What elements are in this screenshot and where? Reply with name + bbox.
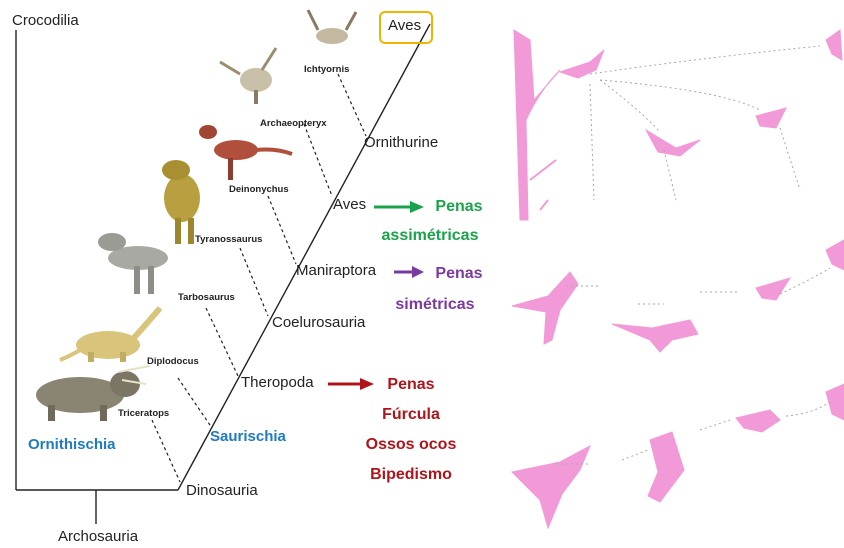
- maniraptora-trait-2: simétricas: [376, 296, 494, 314]
- glider-silhouette-3: [756, 108, 786, 128]
- tyranossaurus-illustration: [162, 160, 200, 244]
- archaeopteryx-connector: [304, 124, 332, 196]
- maniraptora-label: Maniraptora: [296, 262, 376, 279]
- tarbosaurus-connector: [206, 308, 238, 376]
- green-arrow-head: [410, 201, 424, 213]
- runner-silhouette-2: [612, 320, 698, 352]
- coelurosauria-label: Coelurosauria: [272, 314, 365, 331]
- deinonychus-illustration: [199, 125, 292, 180]
- taxon-label-triceratops: Triceratops: [118, 408, 169, 419]
- triceratops-connector: [152, 420, 180, 482]
- taxon-label-tyranossaurus: Tyranossaurus: [195, 234, 262, 245]
- flapper-silhouette-4: [826, 384, 844, 420]
- diplodocus-connector: [178, 378, 212, 428]
- aves-node-label: Aves: [333, 196, 366, 213]
- archosauria-label: Archosauria: [58, 528, 138, 545]
- ornithischia-label: Ornithischia: [28, 436, 116, 453]
- theropoda-trait-4: Bipedismo: [346, 466, 476, 484]
- deinonychus-connector: [268, 196, 296, 264]
- runner-silhouette-1: [512, 272, 578, 344]
- glider-silhouette-2: [646, 130, 700, 156]
- tyranossaurus-connector: [240, 248, 268, 316]
- tree-silhouette: [514, 30, 560, 220]
- aves-trait-1: Penas: [424, 198, 494, 216]
- maniraptora-trait-1: Penas: [424, 265, 494, 283]
- ichtyornis-connector: [338, 74, 366, 136]
- aves-tip-label: Aves: [388, 17, 421, 34]
- saurischia-label: Saurischia: [210, 428, 286, 445]
- theropoda-trait-2: Fúrcula: [356, 406, 466, 424]
- runner-silhouette-4: [826, 240, 844, 270]
- theropoda-trait-1: Penas: [356, 376, 466, 394]
- flight-origin-panel: [512, 30, 844, 528]
- taxon-label-diplodocus: Diplodocus: [147, 356, 199, 367]
- dinosauria-label: Dinosauria: [186, 482, 258, 499]
- crocodilia-label: Crocodilia: [12, 12, 79, 29]
- flapper-silhouette-3: [736, 410, 780, 432]
- taxon-label-archaeopteryx: Archaeopteryx: [260, 118, 327, 129]
- taxon-label-ichtyornis: Ichtyornis: [304, 64, 349, 75]
- theropoda-trait-3: Ossos ocos: [346, 436, 476, 454]
- tarbosaurus-illustration: [98, 233, 168, 294]
- flapper-silhouette-2: [648, 432, 684, 502]
- taxon-label-tarbosaurus: Tarbosaurus: [178, 292, 235, 303]
- aves-trait-2: assimétricas: [366, 227, 494, 245]
- ichtyornis-illustration: [308, 10, 356, 44]
- diplodocus-illustration: [60, 308, 160, 362]
- archaeopteryx-illustration: [220, 48, 276, 104]
- theropoda-label: Theropoda: [241, 374, 314, 391]
- flapper-silhouette-1: [512, 446, 590, 528]
- runner-silhouette-3: [756, 278, 790, 300]
- ornithurine-label: Ornithurine: [364, 134, 438, 151]
- purple-arrow-head: [412, 266, 424, 278]
- taxon-label-deinonychus: Deinonychus: [229, 184, 289, 195]
- glider-silhouette-1: [560, 50, 604, 78]
- glider-silhouette-4: [826, 30, 842, 60]
